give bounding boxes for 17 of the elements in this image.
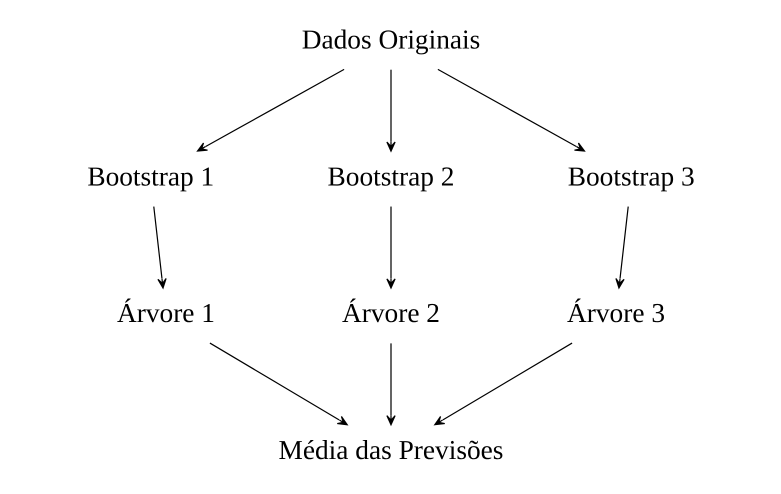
arrow <box>386 70 396 152</box>
node-text: Árvore 2 <box>341 298 440 328</box>
node-text: Árvore 3 <box>566 298 665 328</box>
arrow <box>386 343 396 426</box>
arrow <box>434 342 572 426</box>
arrow <box>196 68 344 152</box>
node-text: Árvore 1 <box>116 298 214 328</box>
node-text: Bootstrap 3 <box>567 161 694 192</box>
arrow <box>152 206 166 289</box>
node-text: Bootstrap 2 <box>327 161 454 192</box>
node-text: Bootstrap 1 <box>86 161 214 192</box>
arrow <box>386 206 396 289</box>
arrow <box>614 206 628 289</box>
arrow <box>209 342 348 426</box>
node-text: Média das Previsões <box>278 434 503 465</box>
arrow <box>437 68 585 152</box>
node-text: Dados Originais <box>301 24 480 54</box>
